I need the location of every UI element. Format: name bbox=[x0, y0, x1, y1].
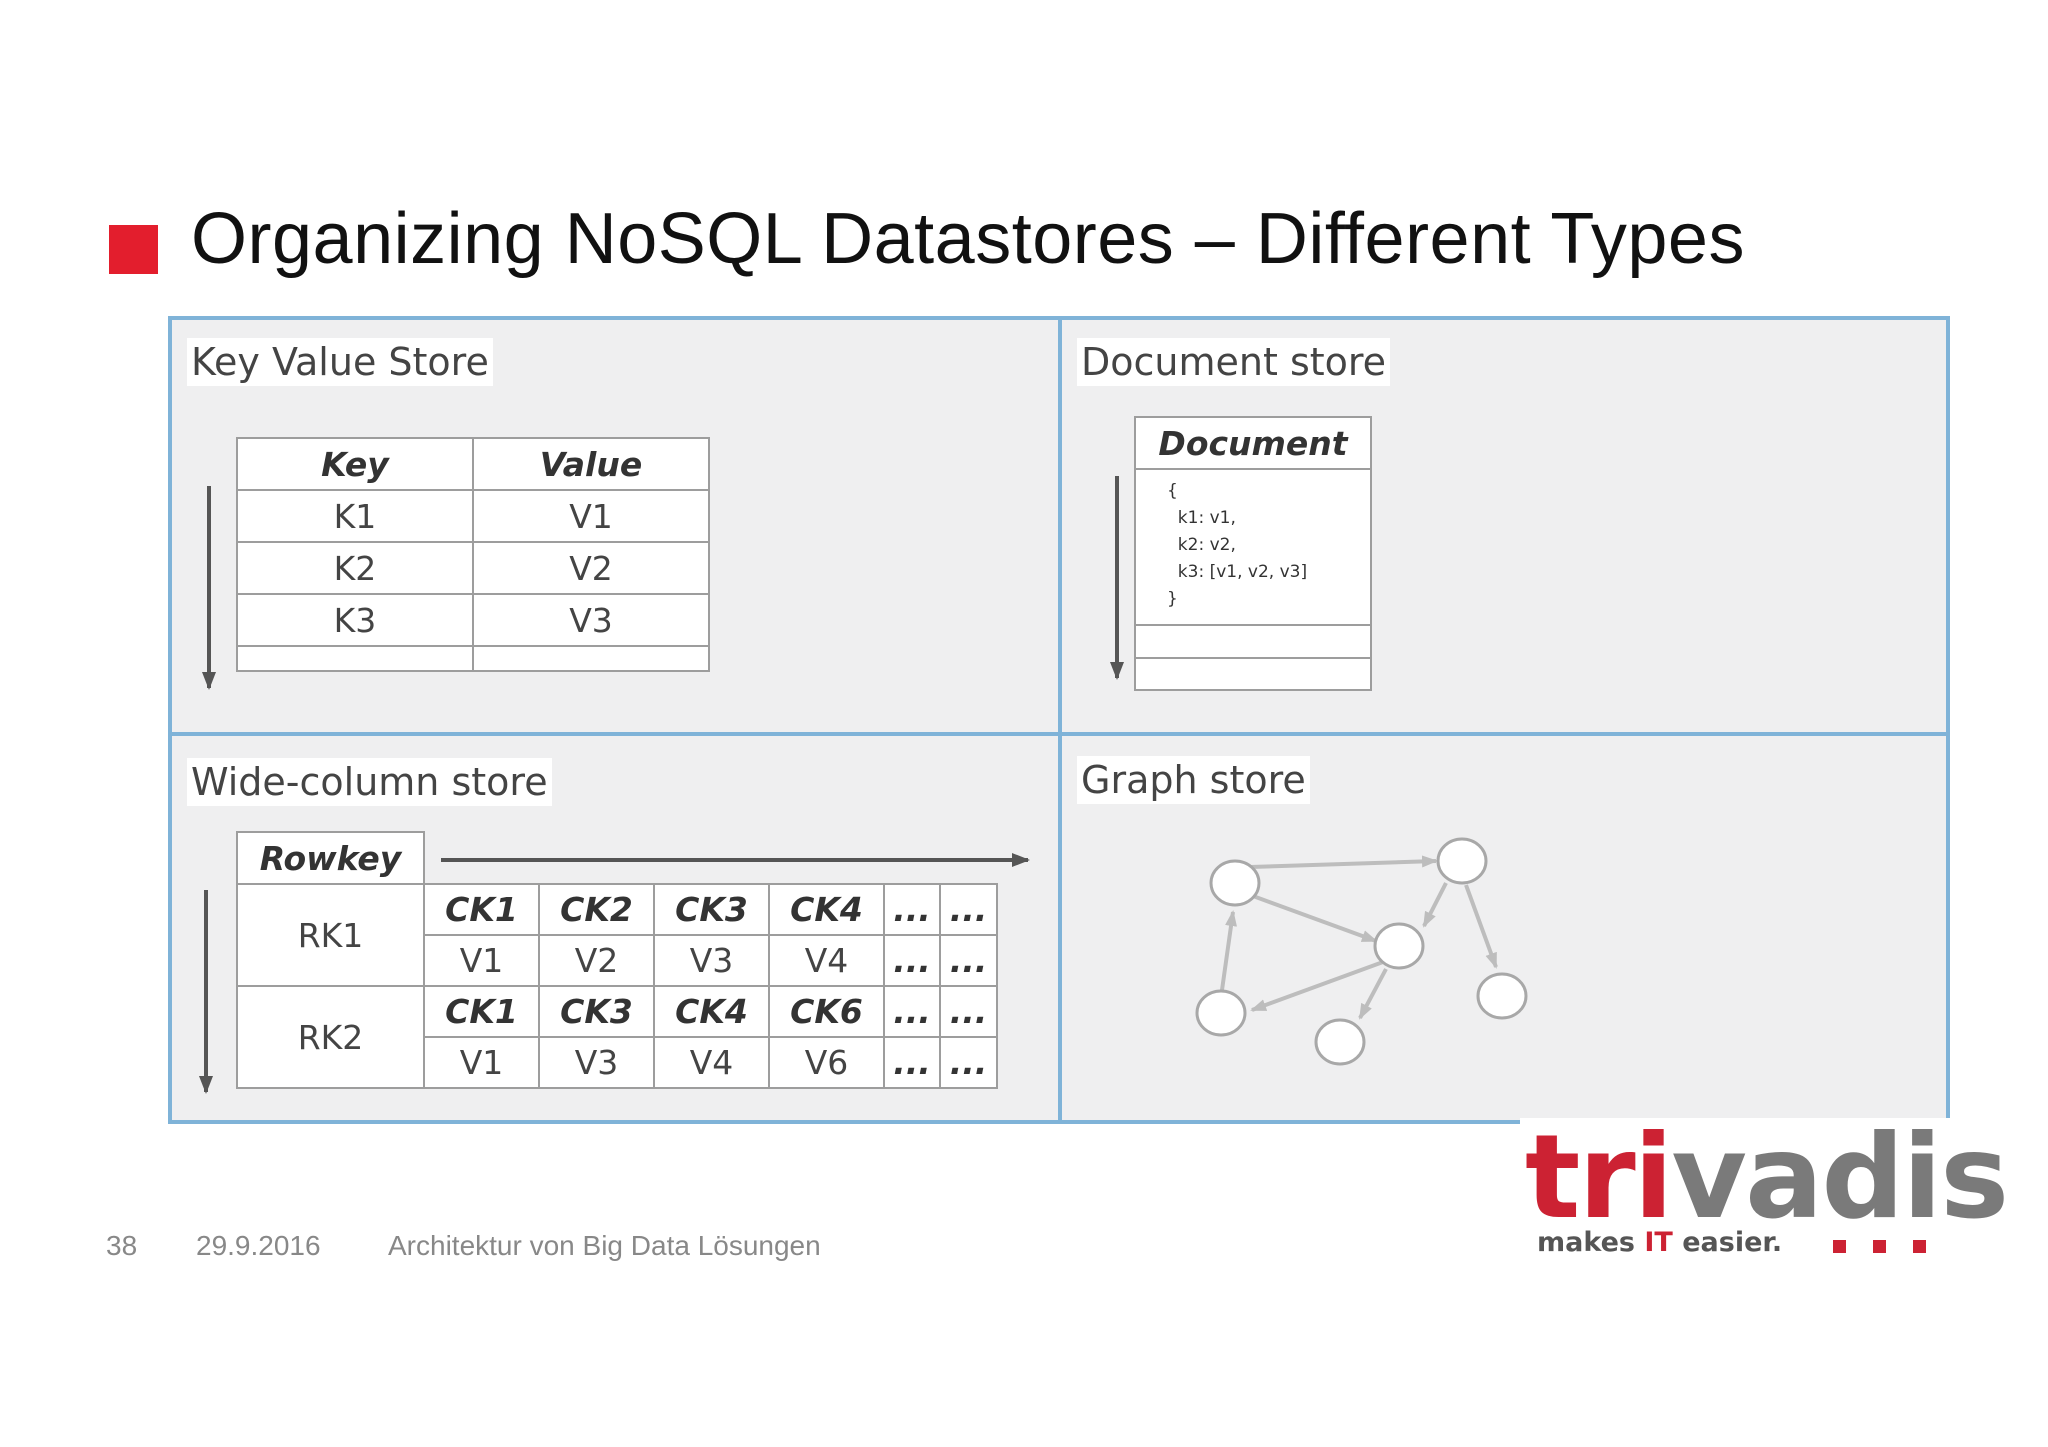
document-store-title: Document store bbox=[1077, 338, 1391, 386]
logo-wordmark: trivadis bbox=[1525, 1110, 2009, 1245]
document-line: { bbox=[1167, 481, 1178, 501]
grid-horizontal-divider bbox=[168, 732, 1950, 736]
graph-node bbox=[1436, 837, 1488, 885]
graph-edge bbox=[1358, 968, 1388, 1020]
wc-column-key: ... bbox=[939, 985, 998, 1038]
wc-column-key: CK3 bbox=[653, 883, 770, 936]
wc-column-key: CK1 bbox=[423, 883, 540, 936]
document-line: k3: [v1, v2, v3] bbox=[1167, 562, 1308, 582]
wc-value: V4 bbox=[653, 1036, 770, 1089]
logo-tagline-part: makes bbox=[1537, 1227, 1645, 1258]
logo-tagline-part: easier. bbox=[1672, 1227, 1783, 1258]
document-line: k2: v2, bbox=[1167, 535, 1236, 555]
document-line: k1: v1, bbox=[1167, 508, 1236, 528]
logo-dot bbox=[1913, 1240, 1926, 1253]
kv-value-cell: V2 bbox=[472, 541, 710, 595]
page-title: Organizing NoSQL Datastores – Different … bbox=[191, 199, 1745, 279]
wc-value: ... bbox=[939, 1036, 998, 1089]
logo-wordmark-red: tri bbox=[1525, 1110, 1673, 1245]
wc-column-key: CK2 bbox=[538, 883, 655, 936]
wide-column-title: Wide-column store bbox=[187, 758, 552, 806]
wc-value: V3 bbox=[653, 934, 770, 987]
logo-dot bbox=[1873, 1240, 1886, 1253]
graph-node bbox=[1195, 989, 1247, 1037]
title-bullet bbox=[109, 225, 158, 274]
wc-value: V1 bbox=[423, 1036, 540, 1089]
kv-value-cell: V1 bbox=[472, 489, 710, 543]
document-header: Document bbox=[1134, 416, 1372, 470]
graph-edge bbox=[1464, 884, 1498, 969]
document-empty-cell bbox=[1134, 657, 1372, 691]
graph-nodes bbox=[1195, 837, 1528, 1066]
document-line: } bbox=[1167, 589, 1178, 609]
graph-edge bbox=[1249, 855, 1438, 869]
logo-tagline: makes IT easier. bbox=[1537, 1227, 1782, 1258]
graph-node bbox=[1314, 1018, 1366, 1066]
wc-value: V6 bbox=[768, 1036, 885, 1089]
wc-value: ... bbox=[939, 934, 998, 987]
key-value-title: Key Value Store bbox=[187, 338, 493, 386]
wc-column-key: CK3 bbox=[538, 985, 655, 1038]
graph-edge bbox=[1252, 894, 1378, 943]
wc-value: V3 bbox=[538, 1036, 655, 1089]
graph-edge bbox=[1220, 910, 1237, 991]
wc-column-key: CK4 bbox=[768, 883, 885, 936]
wc-column-key: ... bbox=[939, 883, 998, 936]
graph-node bbox=[1476, 972, 1528, 1020]
logo-tagline-it: IT bbox=[1644, 1227, 1673, 1258]
wc-column-key: ... bbox=[883, 883, 941, 936]
graph-edge bbox=[1422, 882, 1448, 928]
logo-wordmark-gray: vadis bbox=[1671, 1110, 2009, 1245]
logo-dot bbox=[1833, 1240, 1846, 1253]
trivadis-logo bbox=[1520, 1118, 1980, 1268]
kv-empty-cell bbox=[472, 645, 710, 672]
grid-vertical-divider bbox=[1058, 316, 1062, 1124]
wc-rowkey-header: Rowkey bbox=[236, 831, 425, 885]
graph-edges bbox=[1220, 855, 1498, 1020]
kv-empty-cell bbox=[236, 645, 474, 672]
graph-edge bbox=[1250, 960, 1384, 1012]
graph-store-title: Graph store bbox=[1077, 756, 1310, 804]
graph-node bbox=[1373, 922, 1425, 970]
page-number: 38 bbox=[106, 1230, 138, 1261]
kv-value-cell: V3 bbox=[472, 593, 710, 647]
footer-date: 29.9.2016 bbox=[196, 1230, 321, 1261]
kv-header-value: Value bbox=[472, 437, 710, 491]
wc-rowkey-cell: RK2 bbox=[236, 985, 425, 1089]
graph-node bbox=[1209, 859, 1261, 907]
footer-subject: Architektur von Big Data Lösungen bbox=[388, 1230, 821, 1261]
